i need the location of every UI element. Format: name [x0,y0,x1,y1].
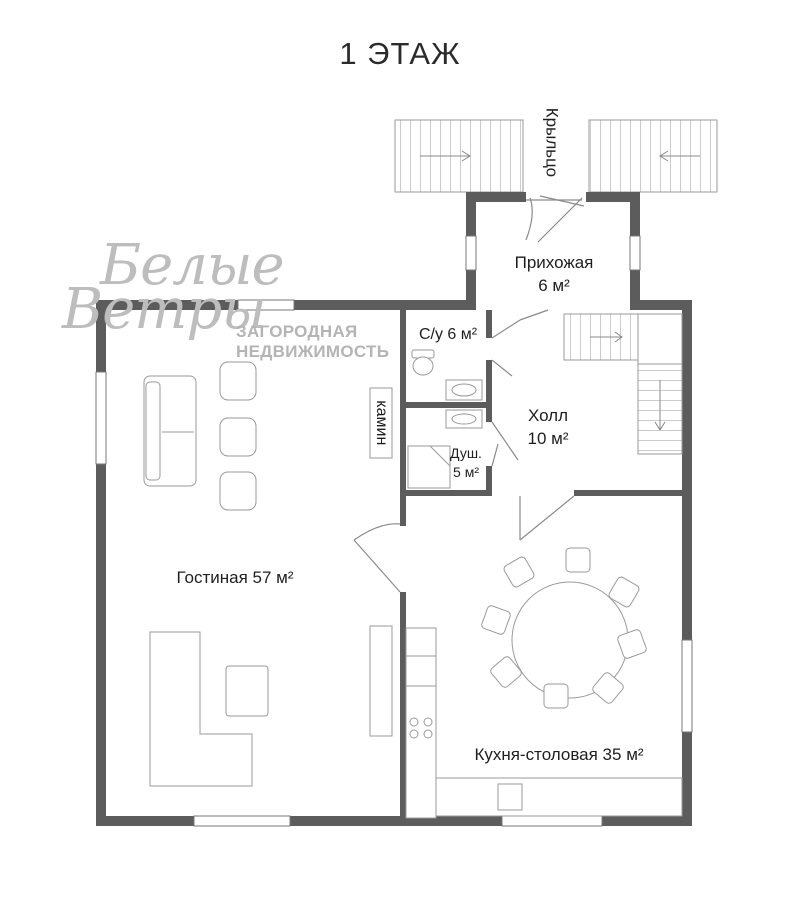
entry-name: Прихожая [514,253,594,272]
kitchen-label: Кухня-столовая 35 м² [474,745,644,764]
bath-fixtures [407,349,483,489]
shower-label: Душ. 5 м² [444,444,488,482]
doors [353,195,585,593]
floor-title: 1 ЭТАЖ [339,36,461,71]
watermark-line1: ЗАГОРОДНАЯ [236,322,358,341]
windows [95,235,693,827]
hall-stairs [563,313,683,455]
fireplace-label: камин [372,400,390,446]
porch-steps-right [588,119,718,193]
shower-name: Душ. [450,445,482,461]
watermark-script: Белые Ветры [62,233,285,342]
porch-steps-left [394,119,524,193]
shower-area: 5 м² [453,463,479,480]
watermark-line2: НЕДВИЖИМОСТЬ [236,342,390,361]
entry-label: Прихожая 6 м² [494,252,614,298]
living-furniture [143,361,393,787]
hall-label: Холл 10 м² [508,405,588,451]
porch-label: Крыльцо [542,107,562,178]
hall-area: 10 м² [527,428,569,448]
living-label: Гостиная 57 м² [176,568,294,587]
wc-label: С/у 6 м² [418,326,478,343]
hall-name: Холл [527,406,569,425]
kitchen-furniture [405,547,683,819]
entry-area: 6 м² [538,275,570,295]
fireplace-box [369,387,393,459]
